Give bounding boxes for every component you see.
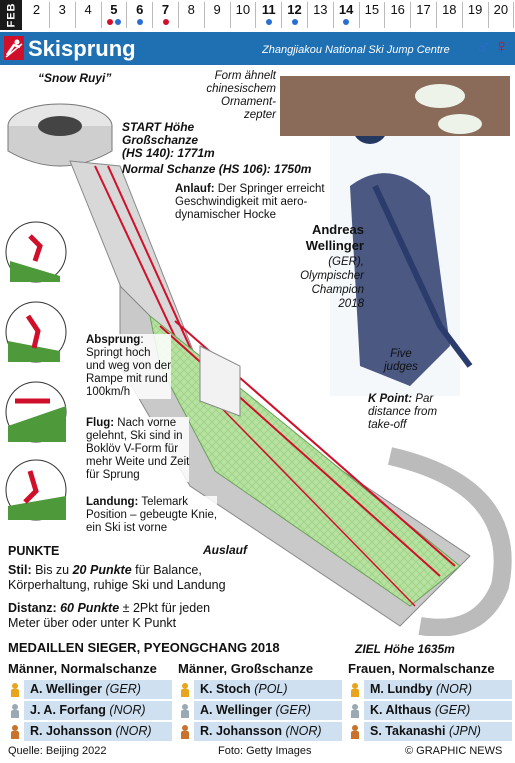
gold-medal-icon bbox=[180, 683, 190, 697]
athlete-country: (NOR) bbox=[109, 703, 146, 717]
medal-row: R. Johansson (NOR) bbox=[178, 722, 342, 741]
calendar-day: 16 bbox=[385, 2, 412, 28]
medal-row: R. Johansson (NOR) bbox=[8, 722, 172, 741]
anlauf-note: Anlauf: Der Springer erreicht Geschwindi… bbox=[175, 183, 325, 222]
medal-row: K. Althaus (GER) bbox=[348, 701, 512, 720]
athlete-name: M. Lundby bbox=[370, 682, 433, 696]
calendar-day: 8 bbox=[179, 2, 205, 28]
calendar-day: 14 bbox=[334, 2, 360, 28]
start-hs106: Normal Schanze (HS 106): 1750m bbox=[122, 162, 312, 176]
athlete-country: (GER) bbox=[105, 682, 141, 696]
calendar-day: 15 bbox=[359, 2, 386, 28]
calendar-day: 4 bbox=[76, 2, 102, 28]
athlete-country: (NOR) bbox=[285, 724, 322, 738]
medal-table-title: Frauen, Normalschanze bbox=[348, 661, 495, 676]
athlete-country: (NOR) bbox=[115, 724, 152, 738]
graphic-news-credit: © GRAPHIC NEWS bbox=[405, 745, 503, 757]
landung-note: Landung: Telemark Position – gebeugte Kn… bbox=[86, 496, 218, 535]
calendar-day: 2 bbox=[24, 2, 50, 28]
athlete-name: R. Johansson bbox=[200, 724, 282, 738]
event-dot-icon bbox=[106, 19, 113, 25]
calendar-day: 19 bbox=[463, 2, 489, 28]
gold-medal-icon bbox=[350, 683, 360, 697]
distanz-rule: Distanz: 60 Punkte ± 2Pkt für jeden Mete… bbox=[8, 601, 211, 630]
athlete-name: S. Takanashi bbox=[370, 724, 446, 738]
gold-medal-icon bbox=[10, 683, 20, 697]
bronze-medal-icon bbox=[350, 725, 360, 739]
event-dot-icon bbox=[162, 19, 169, 25]
venue-name: Zhangjiakou National Ski Jump Centre bbox=[262, 44, 450, 56]
month-label: FEB bbox=[0, 0, 22, 30]
title-bar bbox=[0, 32, 515, 65]
calendar-day: 17 bbox=[411, 2, 437, 28]
event-dot-icon bbox=[291, 19, 298, 25]
event-dot-icon bbox=[265, 19, 272, 25]
bronze-medal-icon bbox=[180, 725, 190, 739]
athlete-country: (GER) bbox=[434, 703, 471, 717]
athlete-name: A. Wellinger bbox=[30, 682, 103, 696]
calendar-day: 11 bbox=[256, 2, 283, 28]
calendar-day: 5 bbox=[101, 2, 128, 28]
athlete-name: R. Johansson bbox=[30, 724, 112, 738]
calendar-day: 10 bbox=[230, 2, 257, 28]
snow-ruyi-label: “Snow Ruyi” bbox=[38, 71, 112, 85]
stil-rule: Stil: Bis zu 20 Punkte für Balance, Körp… bbox=[8, 563, 226, 592]
medal-row: J. A. Forfang (NOR) bbox=[8, 701, 172, 720]
calendar-day: 6 bbox=[127, 2, 154, 28]
athlete-name: J. A. Forfang bbox=[30, 703, 106, 717]
medal-table-title: Männer, Großschanze bbox=[178, 661, 314, 676]
athlete-name: K. Althaus bbox=[370, 703, 432, 717]
medal-row: M. Lundby (NOR) bbox=[348, 680, 512, 699]
calendar-day: 13 bbox=[308, 2, 334, 28]
event-dot-icon bbox=[343, 19, 350, 25]
medal-table-title: Männer, Normalschanze bbox=[8, 661, 157, 676]
calendar-day: 20 bbox=[488, 2, 515, 28]
calendar-day: 12 bbox=[282, 2, 308, 28]
event-dot-icon bbox=[136, 19, 143, 25]
athlete-country: (JPN) bbox=[448, 724, 481, 738]
athlete-country: (GER) bbox=[275, 703, 311, 717]
athlete-country: (POL) bbox=[254, 682, 288, 696]
event-dot-icon bbox=[114, 19, 121, 25]
calendar-day: 3 bbox=[50, 2, 76, 28]
athlete-name: K. Stoch bbox=[200, 682, 251, 696]
female-icon: ♀ bbox=[494, 36, 509, 58]
bronze-medal-icon bbox=[10, 725, 20, 739]
medal-row: A. Wellinger (GER) bbox=[178, 701, 342, 720]
source-credit: Quelle: Beijing 2022 bbox=[8, 745, 107, 757]
medal-row: S. Takanashi (JPN) bbox=[348, 722, 512, 741]
silver-medal-icon bbox=[180, 704, 190, 718]
scoring-heading: PUNKTE bbox=[8, 544, 60, 558]
photo-credit: Foto: Getty Images bbox=[218, 745, 312, 757]
calendar-day: 9 bbox=[205, 2, 231, 28]
athlete-country: (NOR) bbox=[435, 682, 473, 696]
athlete-name: A. Wellinger bbox=[200, 703, 273, 717]
ski-jump-illustration bbox=[5, 76, 512, 636]
medals-heading: MEDAILLEN SIEGER, PYEONGCHANG 2018 bbox=[8, 640, 280, 655]
page-title: Skisprung bbox=[28, 36, 136, 61]
medal-row: A. Wellinger (GER) bbox=[8, 680, 172, 699]
ski-jump-pictogram-icon bbox=[4, 36, 24, 60]
auslauf-label: Auslauf bbox=[203, 543, 248, 557]
calendar-day: 18 bbox=[437, 2, 463, 28]
ziel-label: ZIEL Höhe 1635m bbox=[355, 642, 455, 656]
medal-row: K. Stoch (POL) bbox=[178, 680, 342, 699]
calendar-day: 7 bbox=[153, 2, 179, 28]
silver-medal-icon bbox=[350, 704, 360, 718]
silver-medal-icon bbox=[10, 704, 20, 718]
male-icon: ♂ bbox=[476, 36, 491, 58]
